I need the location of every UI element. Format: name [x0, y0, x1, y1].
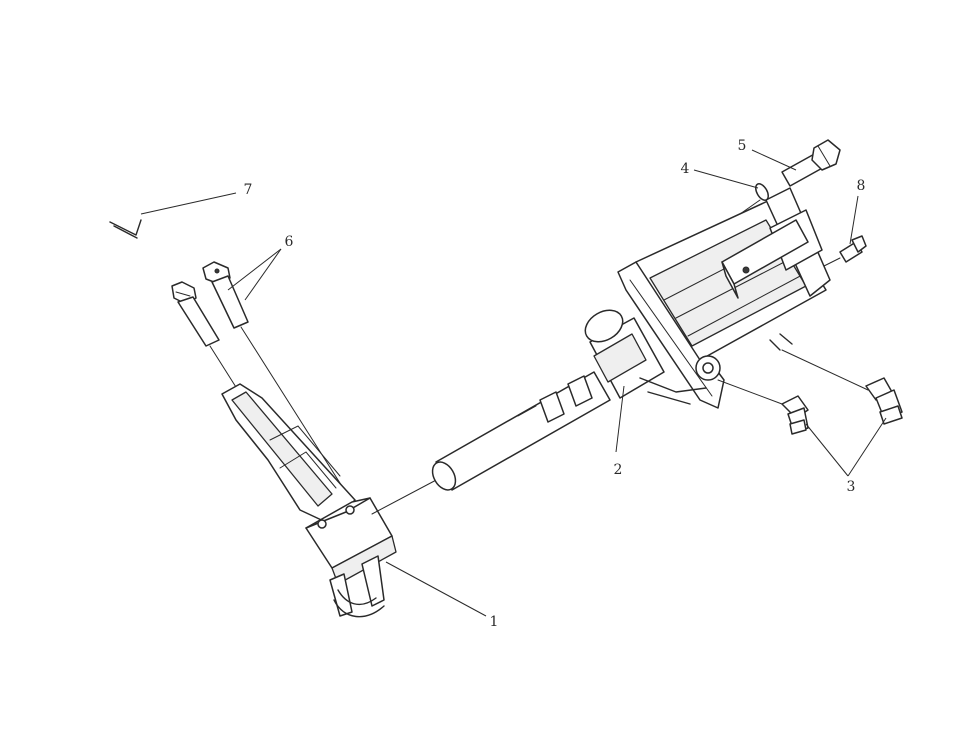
- callout-2: 2: [614, 462, 623, 478]
- part-5-flange-bolt: [751, 139, 841, 187]
- callout-8: 8: [857, 178, 866, 194]
- callout-4: 4: [681, 161, 690, 177]
- callout-6: 6: [285, 234, 294, 250]
- bolt-a: [171, 281, 220, 347]
- part-8-fitting: [823, 195, 867, 267]
- part-3-elbow-fittings: [717, 349, 903, 477]
- part-4-washer: [693, 169, 769, 215]
- callout-3: 3: [847, 479, 856, 495]
- part-1-shift-fork: [221, 383, 487, 618]
- part-7-wire-clip: [109, 192, 237, 239]
- callout-5: 5: [738, 138, 747, 154]
- part-2-actuator-shaft: [431, 187, 831, 491]
- callout-7: 7: [244, 182, 253, 198]
- elbow-left: [717, 379, 809, 435]
- bolt-b: [202, 261, 249, 329]
- callout-1: 1: [490, 614, 499, 630]
